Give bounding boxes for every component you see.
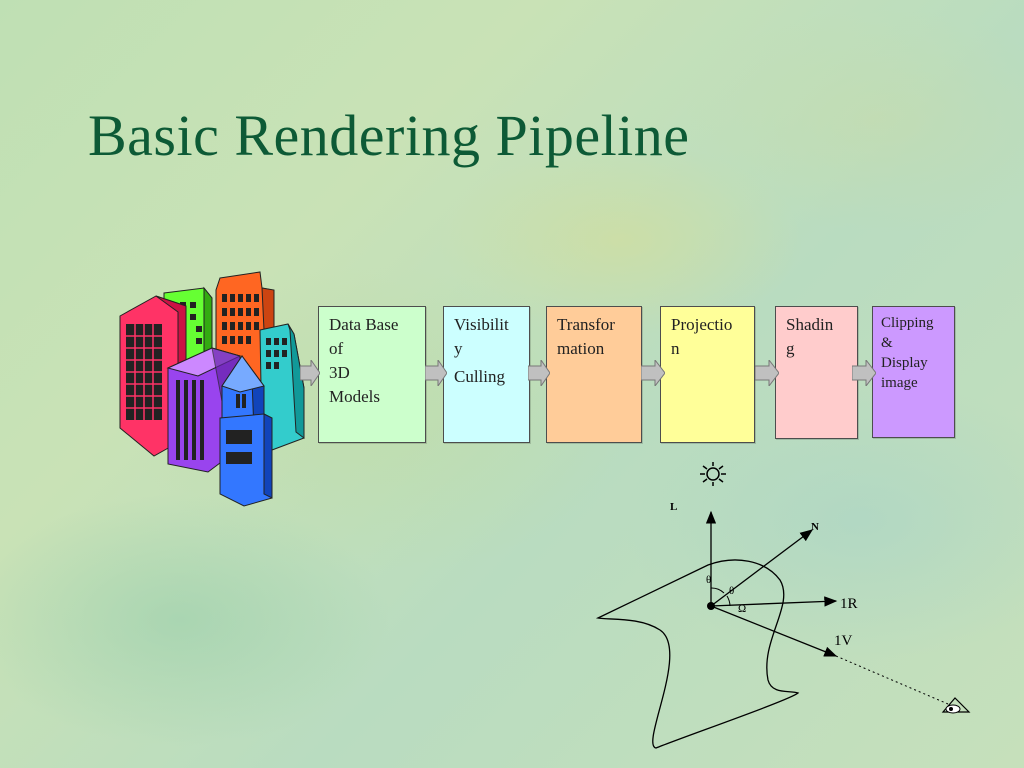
- stage-projection-line2: n: [671, 339, 680, 358]
- stage-transformation-line1: Transfor: [557, 315, 615, 334]
- blue-tower: [219, 354, 273, 507]
- stage-database-line2: of: [329, 339, 344, 358]
- view-dotted-line: [835, 655, 949, 705]
- stage-visibility-line1: Visibilit: [454, 315, 509, 334]
- stage-database: Data Base of 3D Models: [318, 306, 426, 443]
- stage-clipping-line4: image: [881, 375, 918, 391]
- stage-shading-line1: Shadin: [786, 315, 834, 334]
- arrow-right-icon: [528, 360, 550, 386]
- stage-transformation: Transfor mation: [546, 306, 642, 443]
- label-1R: 1R: [840, 596, 858, 612]
- arrow-right-icon: [300, 360, 320, 386]
- stage-clipping-line1: Clipping: [881, 315, 934, 331]
- stage-transformation-line2: mation: [557, 339, 605, 358]
- stage-database-line4: Models: [329, 387, 380, 406]
- city-buildings-icon: [119, 271, 305, 507]
- stage-database-line3: 3D: [329, 363, 350, 382]
- stage-clipping-line3: Display: [881, 355, 928, 371]
- label-theta-2: θ: [729, 585, 734, 597]
- label-1V: 1V: [834, 633, 853, 649]
- view-vector: [710, 605, 838, 657]
- stage-database-line1: Data Base: [329, 315, 399, 334]
- sun-icon: [700, 462, 726, 486]
- label-omega: Ω: [738, 603, 746, 615]
- stage-shading: Shadin g: [775, 306, 858, 439]
- stage-projection: Projectio n: [660, 306, 755, 443]
- surface-point: [707, 602, 715, 610]
- arrow-right-icon: [755, 360, 779, 386]
- arrow-right-icon: [852, 360, 876, 386]
- label-theta-1: θ: [706, 574, 711, 586]
- stage-shading-line2: g: [786, 339, 795, 358]
- stage-visibility-line2: y: [454, 339, 463, 358]
- stage-clipping-line2: &: [881, 335, 893, 351]
- normal-vector: [710, 529, 814, 607]
- label-L: L: [670, 501, 677, 513]
- label-N: N: [811, 521, 819, 533]
- stage-visibility-culling: Visibilit y Culling: [443, 306, 530, 443]
- arrow-right-icon: [641, 360, 665, 386]
- stage-clipping-display: Clipping & Display image: [872, 306, 955, 438]
- stage-projection-line1: Projectio: [671, 315, 733, 334]
- page-title: Basic Rendering Pipeline: [88, 103, 690, 168]
- eye-icon: [941, 697, 971, 714]
- stage-visibility-line3: Culling: [454, 367, 506, 386]
- arrow-right-icon: [425, 360, 447, 386]
- reflection-vector: [710, 596, 838, 607]
- surface-outline: [595, 559, 800, 749]
